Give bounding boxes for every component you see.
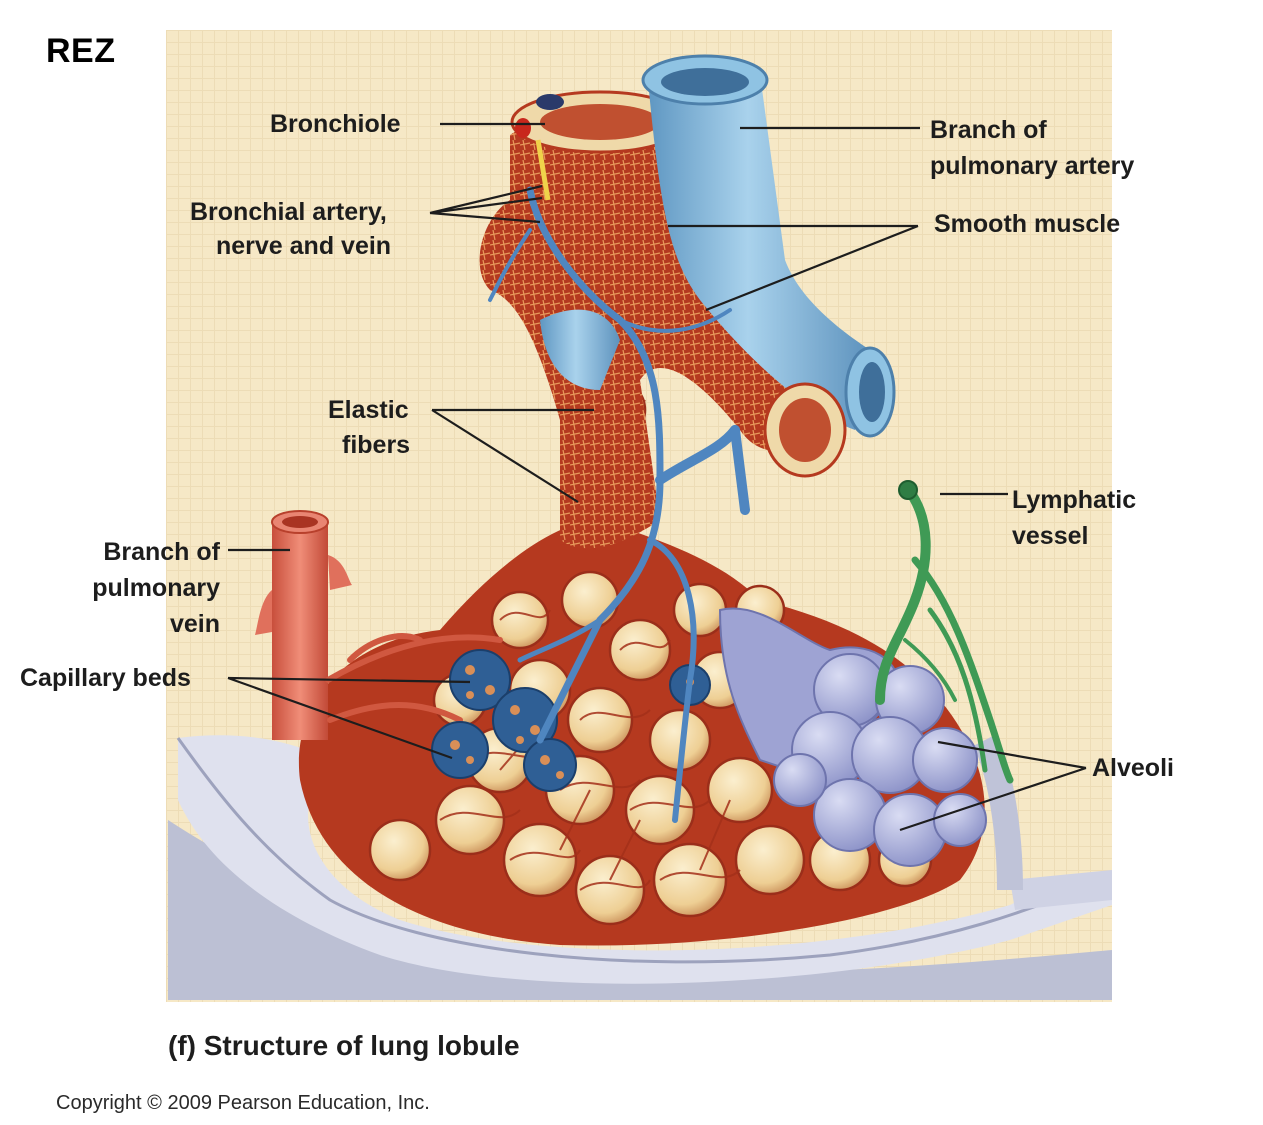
alveoli-sac-purple xyxy=(718,607,987,867)
label-branch-pulmonary-vein-line1: Branch of xyxy=(103,538,220,566)
label-elastic-fibers-line2: fibers xyxy=(342,431,411,459)
corner-label: REZ xyxy=(46,32,116,70)
pulmonary-venules xyxy=(325,633,503,723)
bronchiole-branch-end xyxy=(763,382,847,478)
label-branch-pulmonary-artery-line2: pulmonary artery xyxy=(930,152,1135,180)
pulmonary-vein-tube xyxy=(255,510,352,740)
label-elastic-fibers-line1: Elastic xyxy=(328,396,409,424)
bronchiole-tube xyxy=(479,90,840,549)
label-bronchial-artery-line2: nerve and vein xyxy=(216,232,392,260)
label-bronchiole: Bronchiole xyxy=(270,110,401,138)
bronchial-vein-branches xyxy=(488,186,750,823)
lymphatic-vessel-shape xyxy=(875,480,1014,784)
pulmonary-artery-tube xyxy=(540,54,896,438)
label-bronchial-artery-line1: Bronchial artery, xyxy=(190,198,387,226)
capillary-bed-mesh xyxy=(431,649,711,792)
label-branch-pulmonary-vein-line3: vein xyxy=(169,610,220,638)
label-lymphatic-vessel-line1: Lymphatic xyxy=(1012,486,1137,514)
label-lymphatic-vessel-line2: vessel xyxy=(1012,522,1089,550)
label-branch-pulmonary-vein-line2: pulmonary xyxy=(92,574,220,602)
figure-caption: (f) Structure of lung lobule xyxy=(168,1030,520,1061)
label-capillary-beds: Capillary beds xyxy=(20,664,191,692)
label-smooth-muscle: Smooth muscle xyxy=(934,210,1121,238)
leader-lines xyxy=(227,122,1087,832)
label-branch-pulmonary-artery-line1: Branch of xyxy=(930,116,1047,144)
copyright-notice: Copyright © 2009 Pearson Education, Inc. xyxy=(56,1092,430,1114)
label-alveoli: Alveoli xyxy=(1092,754,1174,782)
